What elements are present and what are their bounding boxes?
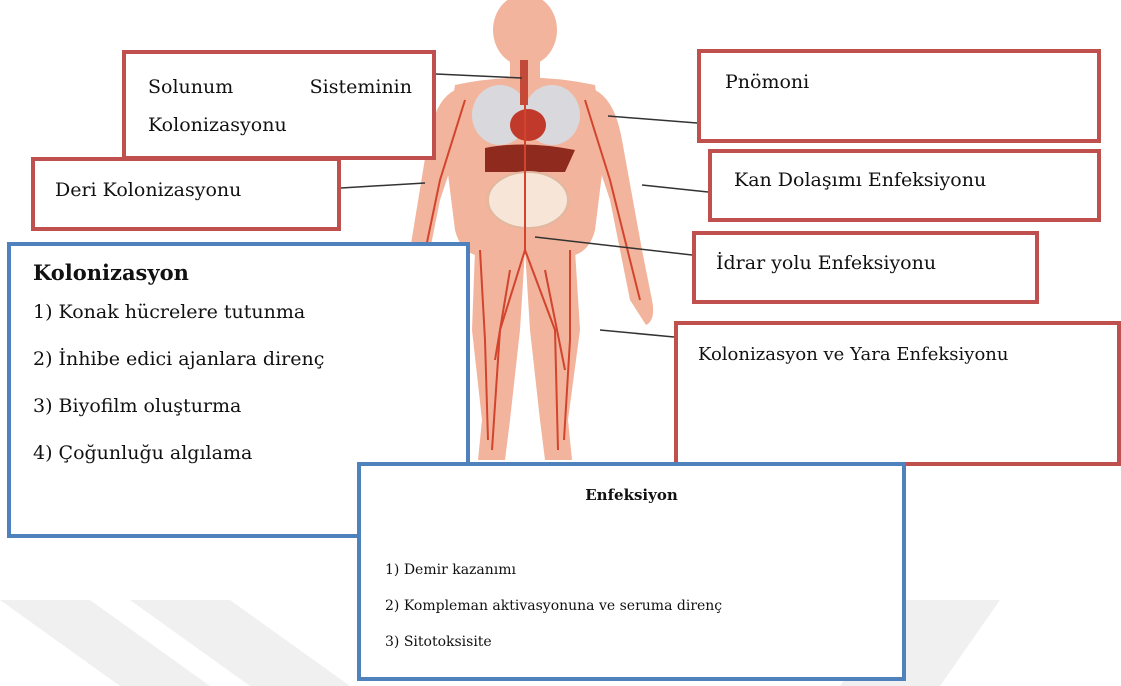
label-box-colonization-wound-infection: Kolonizasyon ve Yara Enfeksiyonu	[674, 321, 1121, 466]
infection-panel: Enfeksiyon 1) Demir kazanımı 2) Komplema…	[357, 462, 906, 681]
infection-list: 1) Demir kazanımı 2) Kompleman aktivasyo…	[385, 562, 722, 670]
infection-item: 1) Demir kazanımı	[385, 562, 722, 598]
infection-title: Enfeksiyon	[361, 486, 902, 504]
colonization-item: 1) Konak hücrelere tutunma	[33, 301, 466, 348]
label-box-skin-colonization: Deri Kolonizasyonu	[31, 157, 341, 231]
colonization-wound-label: Kolonizasyon ve Yara Enfeksiyonu	[698, 344, 1008, 365]
bloodstream-infection-label: Kan Dolaşımı Enfeksiyonu	[734, 169, 986, 191]
respiratory-label-line2: Kolonizasyonu	[148, 106, 412, 144]
skin-colonization-label: Deri Kolonizasyonu	[55, 179, 241, 201]
label-box-bloodstream-infection: Kan Dolaşımı Enfeksiyonu	[708, 149, 1101, 222]
respiratory-label-word1: Solunum	[148, 68, 233, 106]
colonization-title: Kolonizasyon	[33, 260, 466, 285]
label-box-pneumonia: Pnömoni	[697, 49, 1101, 143]
pneumonia-label: Pnömoni	[725, 71, 809, 93]
infection-item: 3) Sitotoksisite	[385, 634, 722, 670]
respiratory-label-word2: Sisteminin	[310, 68, 412, 106]
infection-item: 2) Kompleman aktivasyonuna ve seruma dir…	[385, 598, 722, 634]
urinary-infection-label: İdrar yolu Enfeksiyonu	[716, 252, 936, 274]
colonization-item: 2) İnhibe edici ajanlara direnç	[33, 348, 466, 395]
colonization-item: 3) Biyofilm oluşturma	[33, 395, 466, 442]
label-box-urinary-infection: İdrar yolu Enfeksiyonu	[692, 231, 1039, 304]
label-box-respiratory-colonization: Solunum Sisteminin Kolonizasyonu	[122, 50, 436, 160]
